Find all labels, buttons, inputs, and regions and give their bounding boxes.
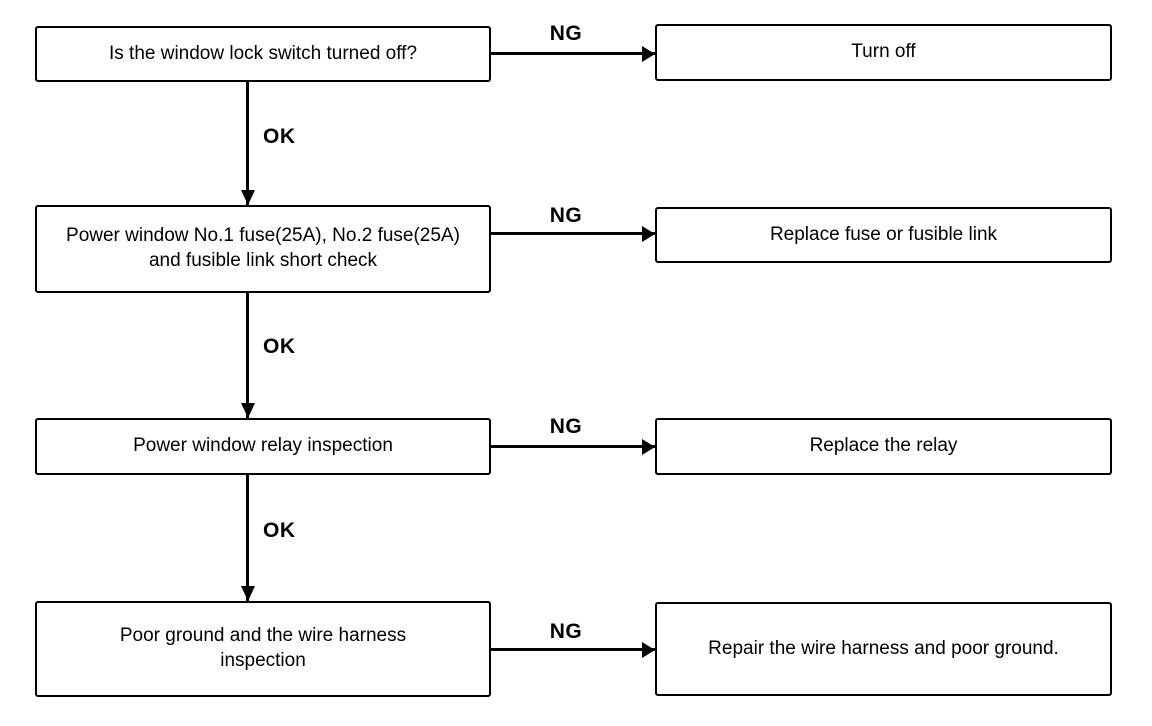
ok-label: OK [263,519,296,542]
step-text: Poor ground and the wire harness inspect… [119,625,407,671]
action-text: Repair the wire harness and poor ground. [708,637,1059,659]
step-box-fuse-short-check: Power window No.1 fuse(25A), No.2 fuse(2… [35,205,491,293]
step-text: Power window relay inspection [133,435,393,457]
action-box-repair-harness: Repair the wire harness and poor ground. [655,602,1112,696]
action-box-replace-fuse: Replace fuse or fusible link [655,207,1112,263]
action-text: Turn off [851,41,916,63]
step-box-relay-inspection: Power window relay inspection [35,418,491,475]
step-text: Power window No.1 fuse(25A), No.2 fuse(2… [66,225,460,271]
action-text: Replace the relay [809,435,958,457]
ng-label: NG [549,204,583,227]
action-text: Replace fuse or fusible link [769,223,998,245]
ng-arrow [491,52,655,55]
ng-label: NG [549,22,583,45]
ng-label: NG [549,415,583,438]
ok-label: OK [263,125,296,148]
ng-arrow [491,648,655,651]
ng-arrow [491,445,655,448]
ng-label: NG [549,620,583,643]
step-text: Is the window lock switch turned off? [108,42,418,64]
step-box-window-lock-switch: Is the window lock switch turned off? [35,26,491,82]
step-box-ground-harness-inspection: Poor ground and the wire harness inspect… [35,601,491,697]
ng-arrow [491,232,655,235]
action-box-turn-off: Turn off [655,24,1112,81]
ok-label: OK [263,335,296,358]
ok-arrow [246,293,249,418]
ok-arrow [246,82,249,205]
action-box-replace-relay: Replace the relay [655,418,1112,475]
ok-arrow [246,475,249,601]
